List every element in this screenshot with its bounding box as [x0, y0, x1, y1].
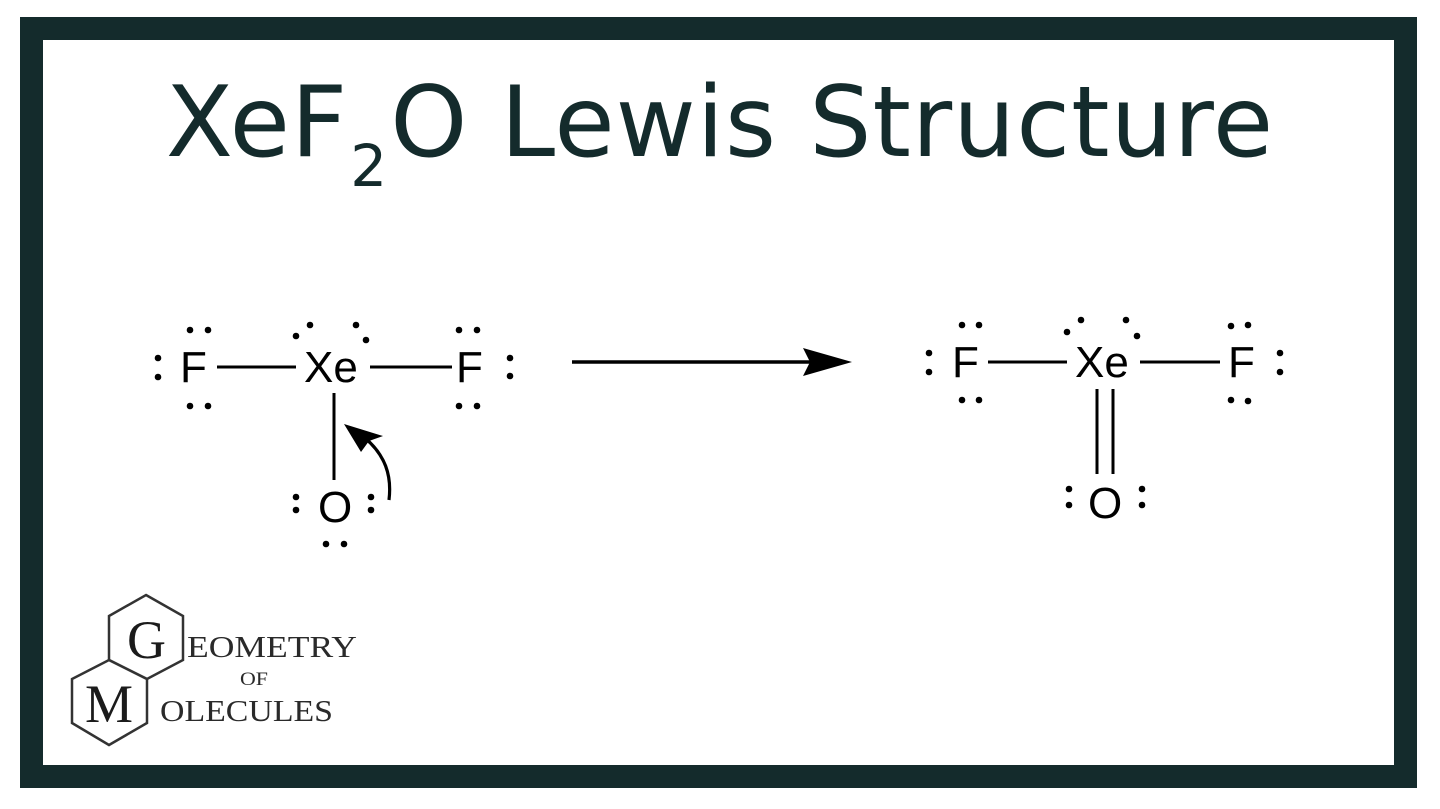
title-prefix: XeF	[165, 66, 349, 180]
logo-line-geometry: EOMETRY	[187, 629, 357, 664]
logo-line-molecules: OLECULES	[160, 693, 333, 728]
curved-arrow-icon	[344, 424, 392, 501]
reaction-arrow-icon	[572, 348, 852, 376]
logo-line-of: OF	[240, 669, 268, 690]
page-title: XeF2O Lewis Structure	[0, 74, 1440, 195]
left-o-atom: O	[318, 483, 352, 532]
content-panel	[43, 40, 1394, 765]
left-lone-pairs	[154, 321, 514, 548]
right-f-atom-1: F	[952, 338, 979, 387]
right-f-atom-2: F	[1228, 338, 1255, 387]
right-lone-pairs	[925, 316, 1284, 509]
right-xe-atom: Xe	[1075, 338, 1129, 387]
right-structure: F Xe F O	[925, 316, 1284, 528]
geometry-of-molecules-logo: G M EOMETRY OF OLECULES	[70, 593, 357, 747]
hexagon-icon	[70, 658, 149, 747]
left-structure: F Xe F O	[154, 321, 514, 548]
left-xe-atom: Xe	[304, 343, 358, 392]
right-o-atom: O	[1088, 479, 1122, 528]
logo-letter-g: G	[127, 610, 166, 670]
left-f-atom-2: F	[456, 343, 483, 392]
title-suffix: O Lewis Structure	[390, 66, 1275, 180]
logo-letter-m: M	[85, 674, 133, 734]
title-subscript: 2	[350, 132, 389, 200]
left-f-atom-1: F	[180, 343, 207, 392]
